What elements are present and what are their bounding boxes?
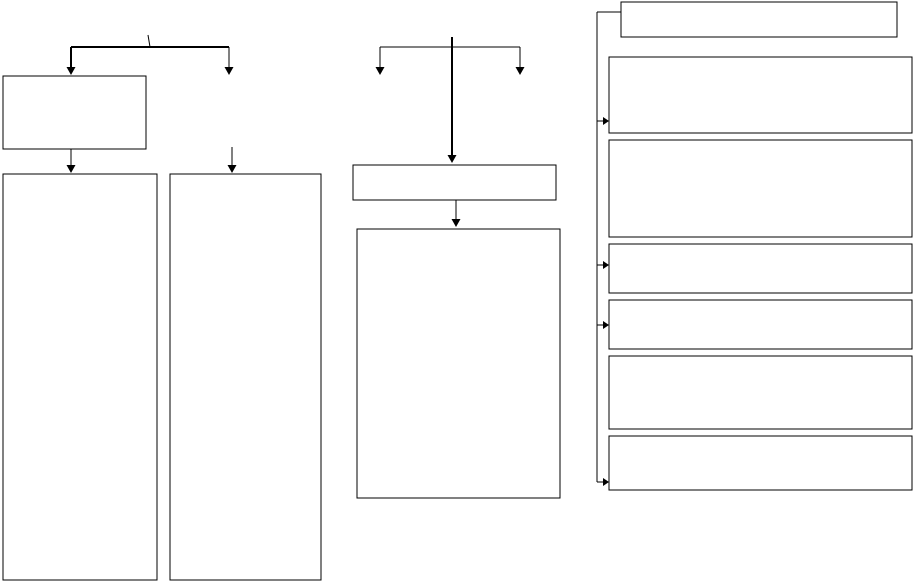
arrowhead-icon	[447, 155, 457, 163]
arrowhead-icon	[224, 67, 234, 75]
middle-tall-box	[169, 173, 322, 581]
right-box-6	[608, 435, 913, 491]
arrowhead-icon	[603, 478, 609, 486]
arrowhead-icon	[603, 321, 609, 329]
arrowhead-icon	[375, 67, 385, 75]
right-header-box	[620, 1, 898, 38]
right-column	[596, 1, 913, 491]
center-tree	[352, 37, 561, 499]
center-small-box	[352, 164, 557, 201]
left-tall-box	[2, 173, 158, 581]
arrowhead-icon	[515, 67, 525, 75]
left-tree-root-stub	[147, 34, 151, 48]
arrowhead-icon	[66, 165, 76, 173]
left-upper-box	[2, 75, 147, 150]
right-box-5	[608, 355, 913, 430]
right-box-4	[608, 299, 913, 350]
center-large-box	[356, 228, 561, 499]
right-box-3	[608, 243, 913, 294]
arrowhead-icon	[603, 117, 609, 125]
arrowhead-icon	[451, 219, 461, 227]
arrowhead-icon	[66, 67, 76, 75]
right-box-1	[608, 56, 913, 134]
left-tree	[2, 34, 322, 581]
right-box-2	[608, 139, 913, 238]
arrowhead-icon	[603, 261, 609, 269]
arrowhead-icon	[227, 165, 237, 173]
